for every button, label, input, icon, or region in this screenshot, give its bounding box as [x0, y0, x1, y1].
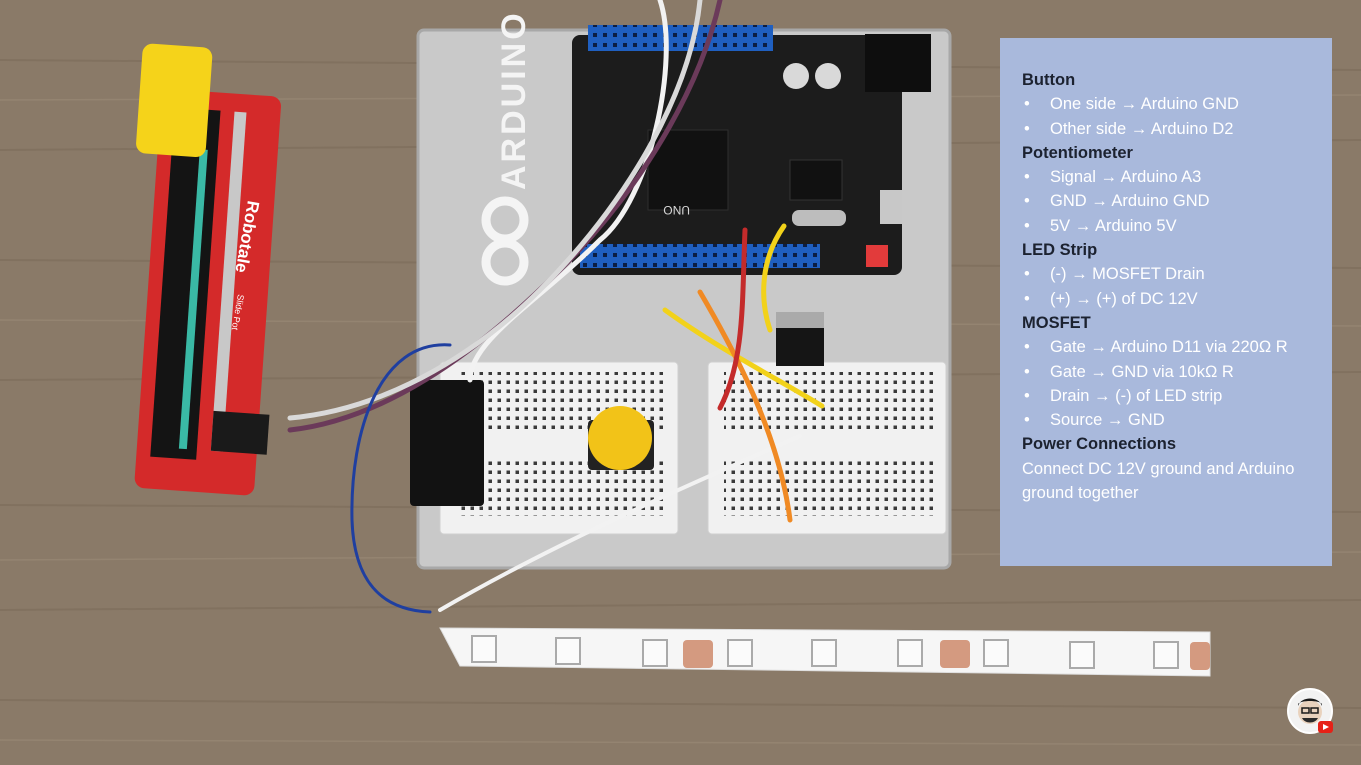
section-title-button: Button	[1022, 71, 1076, 89]
mosfet	[776, 312, 824, 366]
power-note: Connect DC 12V ground and Arduino ground…	[1022, 459, 1295, 503]
wire-yellow-2	[761, 223, 787, 333]
breadboard-right	[707, 361, 947, 535]
wire-white-top	[467, 0, 669, 383]
wire-yellow	[662, 307, 825, 409]
board-model-text: UNO	[663, 203, 690, 217]
arduino-logo-text: ARDUINO	[495, 10, 533, 190]
arduino-uno-board: UNO	[572, 25, 931, 275]
list-item: 5V → Arduino 5V	[1022, 214, 1318, 239]
section-title-potentiometer: Potentiometer	[1022, 143, 1133, 162]
list-item: One side → Arduino GND	[1022, 92, 1318, 117]
wire-blue	[350, 343, 452, 614]
wire-orange	[697, 289, 793, 523]
section-title-power: Power Connections	[1022, 435, 1177, 454]
list-item: Gate → Arduino D11 via 220Ω R	[1022, 335, 1318, 360]
led-strip	[439, 627, 1211, 677]
list-item: GND → Arduino GND	[1022, 189, 1318, 214]
wire-red	[717, 227, 748, 411]
list-item: (+) → (+) of DC 12V	[1022, 287, 1318, 312]
push-button	[588, 406, 654, 470]
wire-white-bottom	[438, 434, 802, 612]
arduino-logo	[481, 196, 529, 286]
youtube-play-icon	[1318, 721, 1333, 733]
slide-potentiometer	[134, 43, 281, 496]
list-item: Gate → GND via 10kΩ R	[1022, 360, 1318, 385]
avatar-face-icon	[1298, 698, 1322, 724]
list-item: (-) → MOSFET Drain	[1022, 262, 1318, 287]
section-title-mosfet: MOSFET	[1022, 313, 1091, 332]
list-item: Source → GND	[1022, 408, 1318, 433]
section-title-led-strip: LED Strip	[1022, 241, 1098, 260]
dc-jack	[410, 380, 484, 506]
list-item: Signal → Arduino A3	[1022, 165, 1318, 190]
list-item: Drain → (-) of LED strip	[1022, 384, 1318, 409]
wire-gray	[287, 0, 703, 421]
list-item: Other side → Arduino D2	[1022, 117, 1318, 142]
wiring-info-panel: Button One side → Arduino GND Other side…	[1000, 38, 1332, 566]
